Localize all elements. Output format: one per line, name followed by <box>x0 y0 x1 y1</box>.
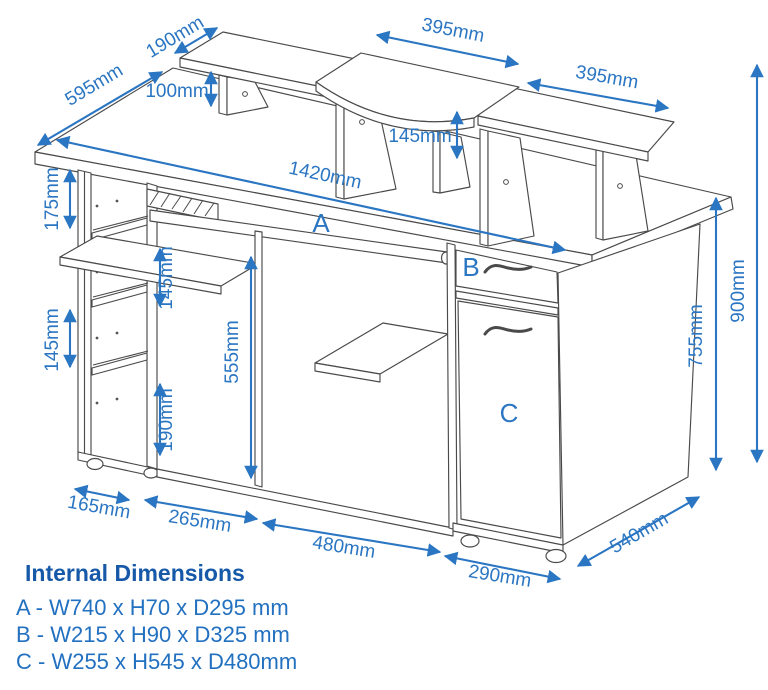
screw-hole-icon <box>503 179 509 185</box>
floating-shelf-front <box>314 362 381 383</box>
shelf-2-top-line <box>92 282 149 298</box>
desk-line-art <box>34 31 734 564</box>
dim-tower-gap-upper: 145mm <box>153 246 177 310</box>
divider-foot <box>143 467 159 479</box>
right-board-left-riser <box>479 128 535 247</box>
pedestal-foot-right <box>545 548 567 564</box>
drawer-front <box>455 249 559 304</box>
shelf-3-top-line <box>92 350 149 366</box>
pulled-tray-front <box>59 256 222 295</box>
unit-label-a: A <box>312 208 330 238</box>
dim-left-shelf-spacing-bottom: 145mm <box>42 308 77 372</box>
legend-item-c: C - W255 x H545 x D480mm <box>16 649 298 674</box>
dim-kneehole-width: 265mm <box>143 495 259 537</box>
shelf-2-front <box>91 284 148 308</box>
shelf-pin-hole <box>115 331 119 335</box>
pedestal-side-panel <box>557 223 701 546</box>
shelf-pin-hole <box>95 401 99 405</box>
dim-label: 900mm <box>728 259 749 322</box>
dim-overall-height: 900mm <box>728 63 764 464</box>
shelf-pin-hole <box>95 336 99 340</box>
dim-label: 480mm <box>311 532 377 563</box>
dim-top-shelf-center-width: 395mm <box>375 14 520 69</box>
dim-label: 145mm <box>42 308 63 371</box>
dim-label: 100mm <box>145 81 208 102</box>
dim-kneehole-height: 555mm <box>222 255 258 480</box>
column-foot <box>86 457 104 471</box>
pedestal-foot-left <box>460 534 480 548</box>
dim-arrow <box>143 495 259 524</box>
right-board-right-riser <box>595 140 649 241</box>
top-shelf-center-board <box>315 52 520 132</box>
internal-dimensions-legend: Internal Dimensions A - W740 x H70 x D29… <box>16 560 297 675</box>
shelf-3 <box>91 350 149 376</box>
door-handle <box>483 326 533 336</box>
dim-arrow <box>375 30 520 69</box>
dim-side-shelf-depth: 165mm <box>66 484 132 524</box>
dim-arrow <box>36 71 164 146</box>
dim-label: 755mm <box>686 304 707 367</box>
dim-left-riser-height: 100mm <box>145 70 218 108</box>
dim-arrow <box>443 551 562 584</box>
drawer-divider-band <box>455 290 559 316</box>
dim-label: 145mm <box>156 246 177 309</box>
dim-label: 265mm <box>167 506 233 537</box>
legend-heading: Internal Dimensions <box>25 560 245 586</box>
kneehole-left-wall <box>254 230 263 488</box>
dim-label: 190mm <box>156 388 177 451</box>
unit-label-c: C <box>500 398 519 428</box>
dim-arrow <box>173 27 219 54</box>
left-storage-column <box>77 169 159 479</box>
left-riser-edge <box>218 74 228 116</box>
right-left-riser-face <box>487 130 535 247</box>
screw-hole-icon <box>617 183 623 189</box>
cupboard-door <box>457 300 562 539</box>
dim-arrow <box>55 135 567 255</box>
legend-item-a: A - W740 x H70 x D295 mm <box>16 595 289 620</box>
dim-label: 395mm <box>420 14 486 47</box>
unit-label-b: B <box>462 252 479 282</box>
screw-hole-icon <box>242 91 248 97</box>
dim-left-shelf-spacing-top: 175mm <box>42 167 77 231</box>
screw-hole-icon <box>359 119 365 125</box>
shelf-3-front <box>91 352 148 376</box>
dim-arrow <box>261 518 442 557</box>
dim-arrow <box>73 484 131 505</box>
dim-label: 165mm <box>66 492 132 524</box>
dim-pedestal-width: 290mm <box>443 551 562 592</box>
dim-arrow <box>526 78 670 113</box>
dim-front-edge-span: 480mm <box>261 518 442 563</box>
shelf-2 <box>91 282 149 308</box>
shelf-pin-hole <box>115 199 119 203</box>
right-right-riser-edge <box>595 140 604 241</box>
dim-label: 290mm <box>467 561 533 592</box>
right-left-riser-edge <box>479 128 489 247</box>
dim-label: 175mm <box>42 167 63 230</box>
drawer-handle <box>483 264 533 274</box>
shelf-pin-hole <box>115 397 119 401</box>
dim-tower-gap-lower: 190mm <box>153 382 177 457</box>
dim-label: 145mm <box>388 126 451 147</box>
dim-arrow <box>576 496 701 567</box>
legend-item-b: B - W215 x H90 x D325 mm <box>16 622 290 647</box>
dim-label: 395mm <box>574 62 640 94</box>
shelf-pin-hole <box>95 204 99 208</box>
dim-label: 555mm <box>222 320 243 383</box>
dim-desk-surface-height: 755mm <box>686 196 723 472</box>
